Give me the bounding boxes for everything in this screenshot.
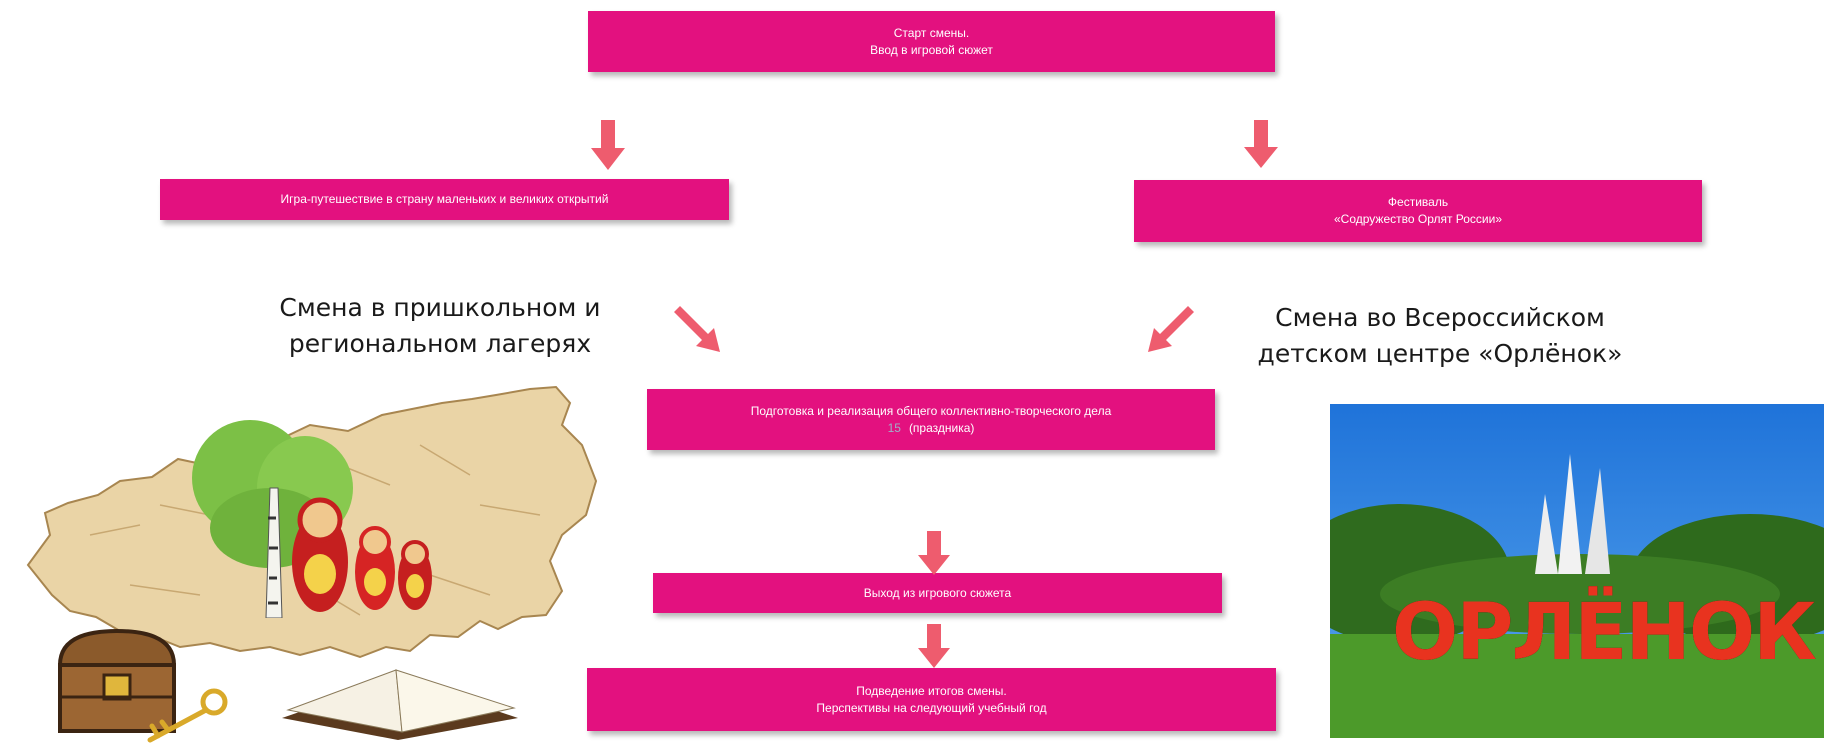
middle-box: Подготовка и реализация общего коллектив… <box>647 389 1215 450</box>
right-branch-line1: Фестиваль <box>1387 195 1449 209</box>
summary-box-line1: Подведение итогов смены. <box>856 683 1007 698</box>
down-arrow-right <box>1244 120 1278 168</box>
caption-left-line1: Смена в пришкольном и <box>279 293 601 322</box>
summary-box: Подведение итогов смены. Перспективы на … <box>587 668 1276 731</box>
matryoshka-dolls-icon <box>292 497 432 612</box>
exit-box: Выход из игрового сюжета <box>653 573 1222 613</box>
summary-box-line2: Перспективы на следующий учебный год <box>816 700 1047 715</box>
middle-box-line1: Подготовка и реализация общего коллектив… <box>750 403 1112 418</box>
left-branch-label: Игра-путешествие в страну маленьких и ве… <box>280 192 609 206</box>
down-arrow-exit <box>918 531 950 575</box>
middle-box-line2: (праздника) <box>908 420 975 435</box>
left-branch-box: Игра-путешествие в страну маленьких и ве… <box>160 179 729 220</box>
orlyonok-letters: ОРЛЁНОК <box>1392 588 1817 678</box>
orlyonok-photo-background <box>1330 404 1824 738</box>
orlyonok-photo: ОРЛЁНОК <box>1330 404 1824 738</box>
caption-left-line2: региональном лагерях <box>288 329 592 358</box>
diagonal-arrow-right <box>1148 306 1194 352</box>
caption-right: Смена во Всероссийском детском центре «О… <box>1240 300 1640 372</box>
down-arrow-left <box>591 120 625 170</box>
right-branch-box: Фестиваль «Содружество Орлят России» <box>1134 180 1702 242</box>
down-arrow-summary <box>918 624 950 668</box>
open-book-icon <box>282 669 518 740</box>
golden-key-icon <box>147 688 228 743</box>
start-box-line2: Ввод в игровой сюжет <box>870 42 993 57</box>
exit-box-label: Выход из игрового сюжета <box>863 585 1012 600</box>
middle-box-number: 15 <box>887 420 901 435</box>
start-box-line1: Старт смены. <box>893 25 970 40</box>
treasure-chest-icon <box>57 628 177 733</box>
caption-right-line1: Смена во Всероссийском <box>1275 303 1605 332</box>
caption-left: Смена в пришкольном и региональном лагер… <box>250 290 630 362</box>
diagonal-arrow-left <box>674 306 720 352</box>
middle-box-line2-wrap: 15 (праздника) <box>888 420 975 437</box>
right-branch-line2: «Содружество Орлят России» <box>1333 212 1503 226</box>
start-box: Старт смены. Ввод в игровой сюжет <box>588 11 1275 72</box>
caption-right-line2: детском центре «Орлёнок» <box>1257 339 1623 368</box>
